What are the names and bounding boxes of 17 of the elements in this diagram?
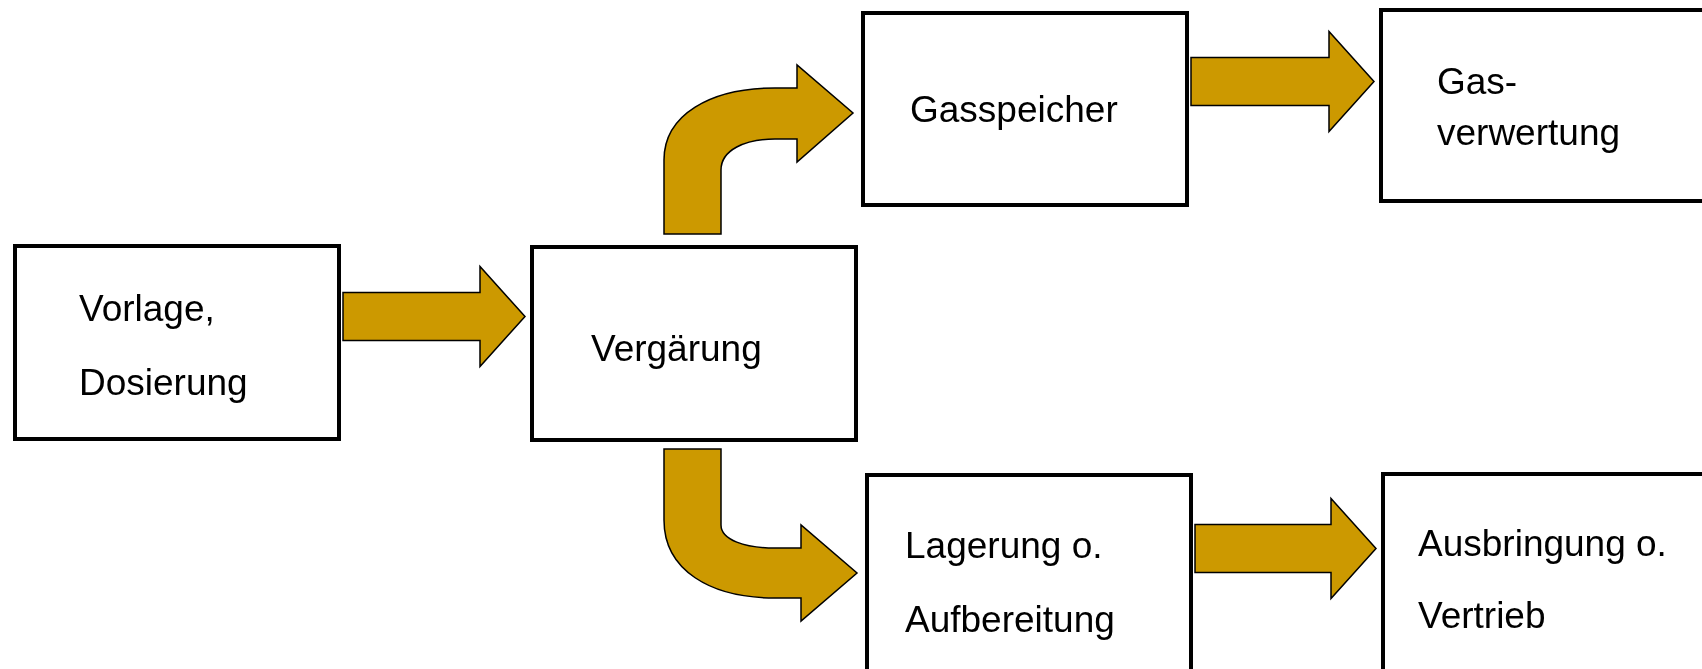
process-box	[865, 473, 1193, 669]
box-label: Gasspeicher	[910, 90, 1119, 130]
box-label: Lagerung o. Aufbereitung	[905, 524, 1116, 642]
block-arrow	[1194, 496, 1377, 601]
block-arrow	[663, 64, 854, 235]
box-label: Vergärung	[591, 329, 763, 369]
block-arrow	[663, 448, 858, 622]
box-label: Vorlage, Dosierung	[79, 287, 249, 405]
process-box	[13, 244, 341, 441]
process-box	[530, 245, 858, 442]
box-label: Gas- verwertung	[1437, 60, 1622, 155]
box-label: Ausbringung o. Vertrieb	[1418, 522, 1668, 638]
process-box	[1381, 472, 1702, 669]
process-box	[861, 11, 1189, 207]
block-arrow	[1190, 29, 1375, 134]
block-arrow	[342, 264, 526, 369]
process-box	[1379, 8, 1702, 203]
